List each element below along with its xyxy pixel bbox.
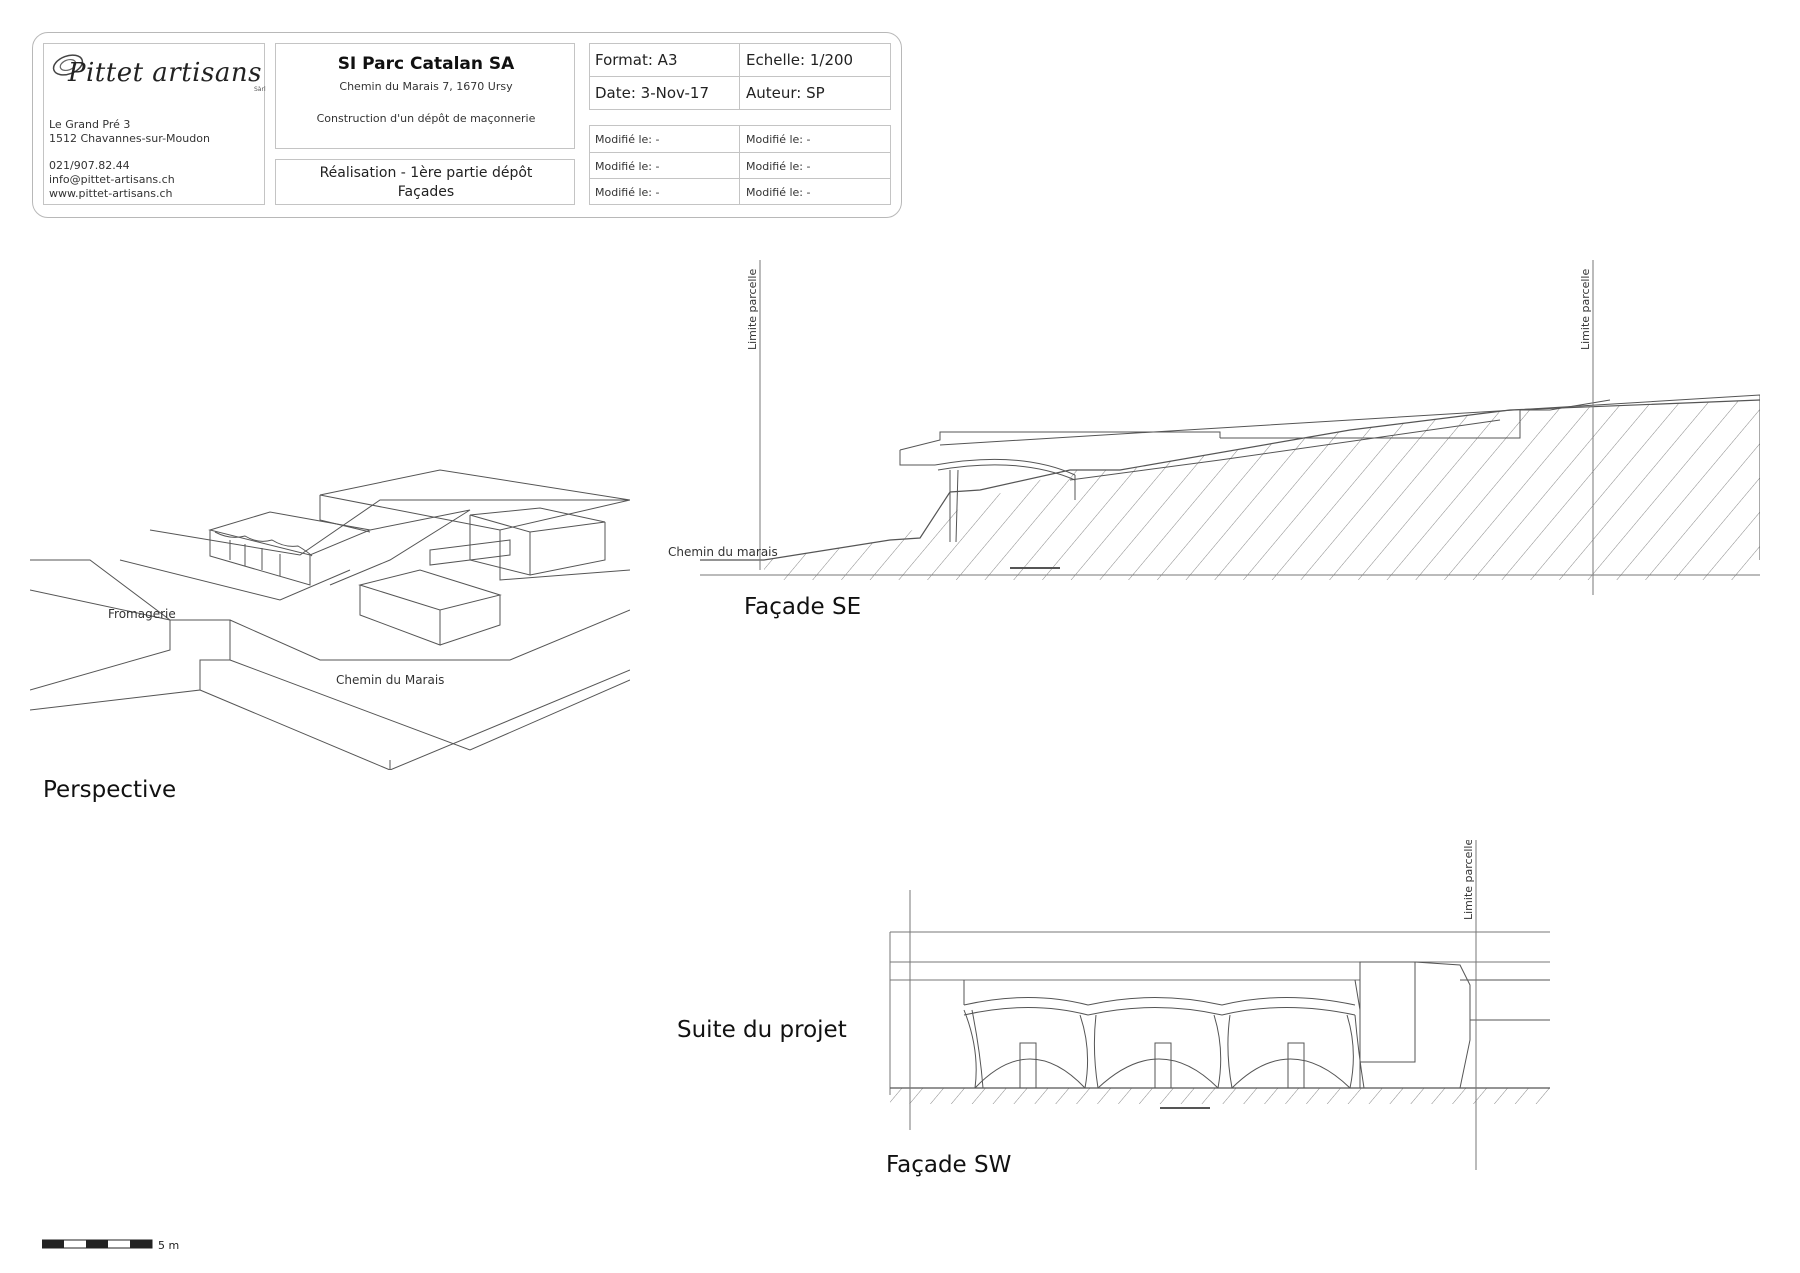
company-website: www.pittet-artisans.ch: [49, 187, 173, 200]
phase-line-2: Façades: [397, 184, 455, 200]
project-address: Chemin du Marais 7, 1670 Ursy: [339, 80, 513, 93]
modified-value: Modifié le: -: [595, 133, 660, 146]
author-cell: Auteur: SP: [739, 76, 891, 110]
modified-value: Modifié le: -: [746, 133, 811, 146]
label-fromagerie: Fromagerie: [108, 607, 176, 621]
label-chemin-du-marais-se: Chemin du marais: [668, 545, 778, 559]
note-suite-du-projet: Suite du projet: [677, 1017, 847, 1043]
facade-se-drawing: Limite parcelle Limite parcelle Chemin d…: [668, 260, 1760, 595]
phase-cell: Réalisation - 1ère partie dépôt Façades: [275, 159, 575, 205]
company-cell: Pittet artisans Sàrl Le Grand Pré 3 1512…: [43, 43, 266, 205]
logo-swirl-icon: [52, 54, 84, 76]
modified-value: Modifié le: -: [595, 160, 660, 173]
caption-perspective: Perspective: [43, 777, 177, 803]
perspective-drawing: Fromagerie Chemin du Marais: [30, 469, 630, 770]
date-value: Date: 3-Nov-17: [595, 84, 710, 102]
modified-cell: Modifié le: -: [589, 125, 740, 153]
modified-cell: Modifié le: -: [589, 178, 740, 205]
modified-cell: Modifié le: -: [739, 178, 891, 205]
facade-sw-drawing: Limite parcelle: [889, 840, 1550, 1170]
modified-value: Modifié le: -: [595, 186, 660, 199]
author-value: Auteur: SP: [746, 84, 825, 102]
company-logo: Pittet artisans: [68, 58, 262, 88]
scale-cell: Echelle: 1/200: [739, 43, 891, 77]
caption-facade-sw: Façade SW: [886, 1152, 1012, 1178]
modified-cell: Modifié le: -: [739, 152, 891, 179]
company-logo-suffix: Sàrl: [254, 86, 266, 93]
project-cell: SI Parc Catalan SA Chemin du Marais 7, 1…: [275, 43, 575, 149]
format-value: Format: A3: [595, 51, 678, 69]
modified-cell: Modifié le: -: [739, 125, 891, 153]
date-cell: Date: 3-Nov-17: [589, 76, 740, 110]
modified-value: Modifié le: -: [746, 186, 811, 199]
format-cell: Format: A3: [589, 43, 740, 77]
client-name: SI Parc Catalan SA: [337, 54, 515, 74]
label-chemin-du-marais: Chemin du Marais: [336, 673, 444, 687]
company-address-2: 1512 Chavannes-sur-Moudon: [49, 132, 210, 145]
phase-line-1: Réalisation - 1ère partie dépôt: [319, 165, 533, 181]
company-address-1: Le Grand Pré 3: [49, 118, 131, 131]
company-phone: 021/907.82.44: [49, 159, 130, 172]
title-block: Pittet artisans Sàrl Le Grand Pré 3 1512…: [32, 32, 902, 218]
scale-bar-label: 5 m: [158, 1239, 180, 1252]
modified-cell: Modifié le: -: [589, 152, 740, 179]
caption-facade-se: Façade SE: [744, 594, 862, 620]
limit-parcelle-sw: Limite parcelle: [1462, 840, 1475, 920]
scale-bar: [42, 1239, 153, 1249]
project-description: Construction d'un dépôt de maçonnerie: [316, 112, 536, 125]
company-email: info@pittet-artisans.ch: [49, 173, 175, 186]
limit-parcelle-right: Limite parcelle: [1579, 269, 1592, 350]
limit-parcelle-left: Limite parcelle: [746, 269, 759, 350]
modified-value: Modifié le: -: [746, 160, 811, 173]
scale-value: Echelle: 1/200: [746, 51, 854, 69]
